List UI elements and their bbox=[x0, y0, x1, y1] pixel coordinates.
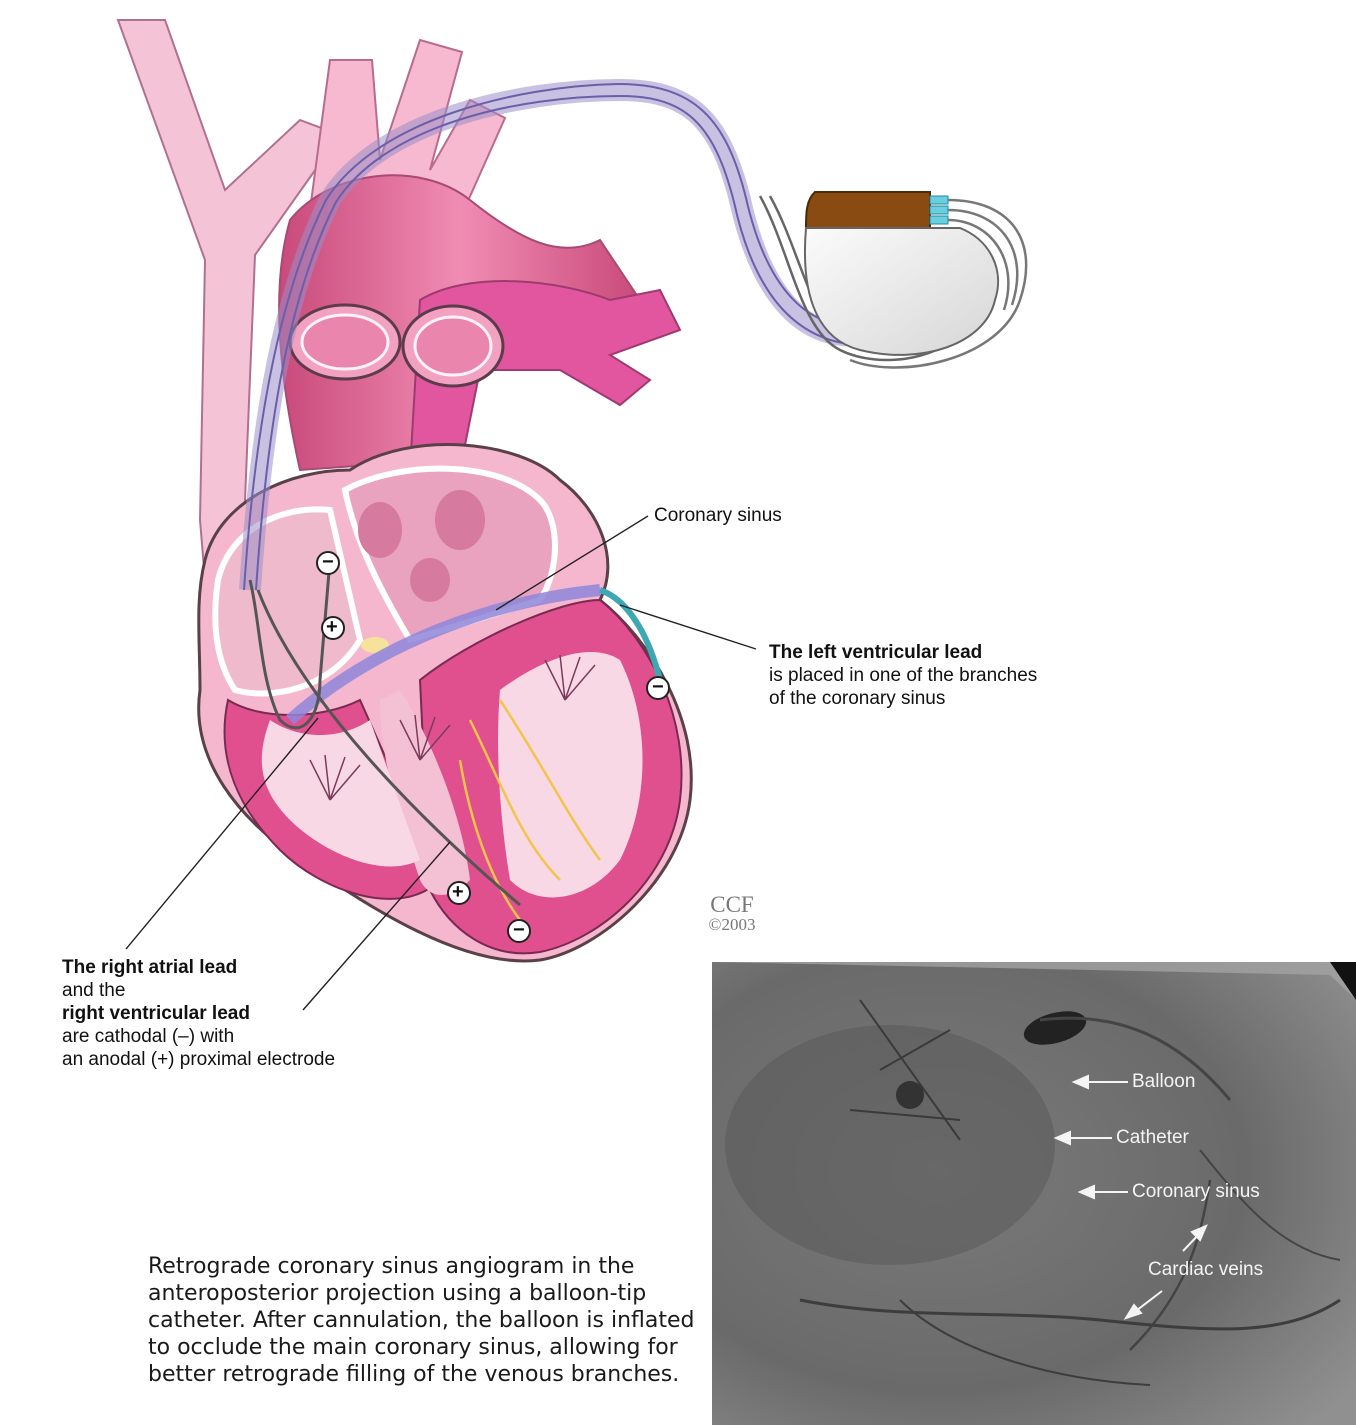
figure-caption: Retrograde coronary sinus angiogram in t… bbox=[148, 1253, 688, 1388]
caption-line: to occlude the main coronary sinus, allo… bbox=[148, 1334, 688, 1361]
xray-label-catheter: Catheter bbox=[1116, 1127, 1189, 1149]
label-coronary-sinus: Coronary sinus bbox=[654, 504, 782, 527]
label-and-the: and the bbox=[62, 979, 125, 1002]
label-lv-lead-line2: is placed in one of the branches bbox=[769, 664, 1037, 687]
electrode-rv-negative: − bbox=[513, 919, 525, 942]
electrode-rv-positive: + bbox=[452, 881, 464, 904]
electrode-lv-negative: − bbox=[652, 676, 664, 699]
copyright-year: ©2003 bbox=[696, 916, 768, 934]
label-ra-lead-title: The right atrial lead bbox=[62, 956, 237, 979]
xray-label-balloon: Balloon bbox=[1132, 1071, 1195, 1093]
caption-line: better retrograde filling of the venous … bbox=[148, 1361, 688, 1388]
ra-lead-bold: The right atrial lead bbox=[62, 957, 237, 978]
label-lv-lead-title: The left ventricular lead bbox=[769, 641, 982, 664]
label-cathodal: are cathodal (–) with bbox=[62, 1025, 234, 1048]
xray-label-cardiac-veins: Cardiac veins bbox=[1148, 1259, 1263, 1281]
rv-lead-bold: right ventricular lead bbox=[62, 1003, 250, 1024]
lv-lead-bold: The left ventricular lead bbox=[769, 642, 982, 663]
copyright-org: CCF bbox=[696, 893, 768, 916]
caption-line: Retrograde coronary sinus angiogram in t… bbox=[148, 1253, 688, 1280]
xray-label-coronary-sinus: Coronary sinus bbox=[1132, 1181, 1260, 1203]
caption-line: catheter. After cannulation, the balloon… bbox=[148, 1307, 688, 1334]
pacemaker-device bbox=[805, 192, 1026, 368]
electrode-ra-negative: − bbox=[322, 551, 334, 574]
label-lv-lead-line3: of the coronary sinus bbox=[769, 687, 945, 710]
copyright-mark: CCF ©2003 bbox=[696, 893, 768, 934]
label-rv-lead-title: right ventricular lead bbox=[62, 1002, 250, 1025]
label-anodal: an anodal (+) proximal electrode bbox=[62, 1048, 335, 1071]
electrode-ra-positive: + bbox=[326, 616, 338, 639]
caption-line: anteroposterior projection using a ballo… bbox=[148, 1280, 688, 1307]
